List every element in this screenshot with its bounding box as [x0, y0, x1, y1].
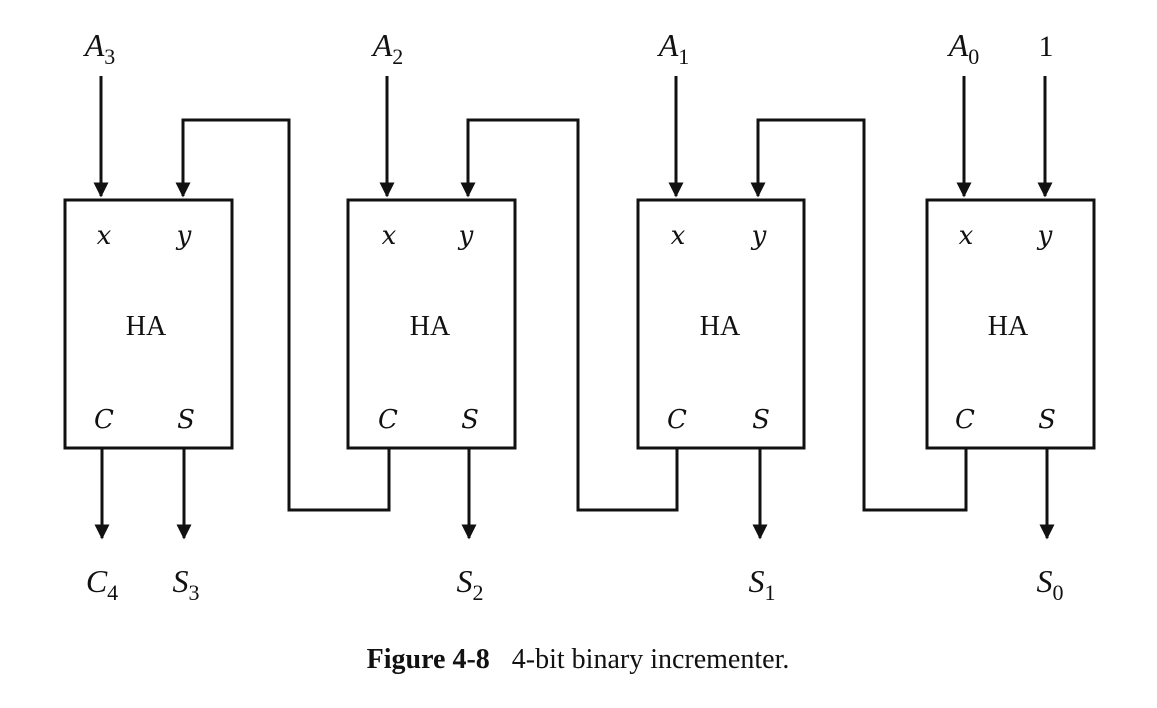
half-adder-2-port-c: C — [378, 405, 398, 435]
half-adder-0-port-c: C — [955, 405, 975, 435]
input-label-constant-one: 1 — [1039, 30, 1054, 63]
half-adder-1-port-c: C — [667, 405, 687, 435]
half-adder-3-port-y: y — [176, 221, 192, 251]
half-adder-3-label: HA — [126, 311, 167, 342]
half-adder-0-port-x: x — [959, 221, 974, 251]
half-adder-2-label: HA — [410, 311, 451, 342]
half-adder-0-label: HA — [988, 311, 1029, 342]
half-adder-3-port-c: C — [94, 405, 114, 435]
output-label-s3: S3 — [173, 563, 200, 605]
output-label-s2: S2 — [457, 563, 484, 605]
input-label-a1: A1 — [657, 27, 690, 69]
input-label-a2: A2 — [371, 27, 404, 69]
figure-caption: Figure 4-8 4-bit binary incrementer. — [367, 644, 790, 675]
half-adder-1-port-x: x — [671, 221, 686, 251]
half-adder-1-port-s: S — [752, 405, 770, 435]
carry-wire-2-to-3 — [175, 118, 391, 512]
half-adder-0-port-s: S — [1038, 405, 1056, 435]
input-label-a3: A3 — [83, 27, 116, 69]
half-adder-1-port-y: y — [751, 221, 767, 251]
half-adder-1-box — [636, 198, 806, 450]
half-adder-3-box — [63, 198, 234, 450]
half-adder-1: x y HA C S — [636, 198, 806, 450]
half-adder-2-port-s: S — [461, 405, 479, 435]
input-label-a0: A0 — [947, 27, 980, 69]
output-label-s0: S0 — [1037, 563, 1064, 605]
half-adder-1-label: HA — [700, 311, 741, 342]
half-adder-3-port-x: x — [97, 221, 112, 251]
half-adder-2: x y HA C S — [346, 198, 517, 450]
carry-wire-0-to-1 — [750, 118, 968, 512]
half-adder-2-port-y: y — [458, 221, 474, 251]
carry-wire-1-to-2 — [460, 118, 679, 512]
caption-text: 4-bit binary incrementer. — [512, 644, 790, 675]
half-adder-0: x y HA C S — [925, 198, 1096, 450]
half-adder-3: x y HA C S — [63, 198, 234, 450]
output-label-s1: S1 — [749, 563, 776, 605]
half-adder-3-port-s: S — [177, 405, 195, 435]
half-adder-2-port-x: x — [382, 221, 397, 251]
half-adder-2-box — [346, 198, 517, 450]
output-label-c4: C4 — [86, 563, 118, 605]
half-adder-0-port-y: y — [1037, 221, 1053, 251]
half-adder-0-box — [925, 198, 1096, 450]
caption-label: Figure 4-8 — [367, 644, 490, 675]
